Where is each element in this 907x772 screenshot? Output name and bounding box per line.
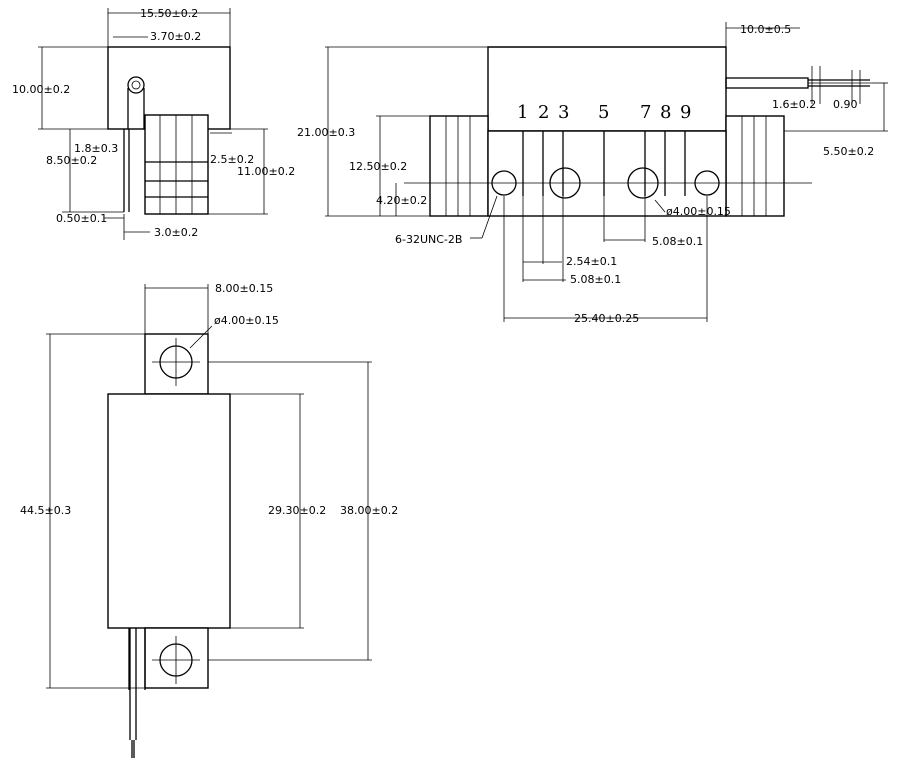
- dim-top-hole-dia: ø4.00±0.15: [214, 314, 279, 327]
- dim-side-lead-dia: 0.50±0.1: [56, 212, 107, 225]
- pin-label-2: 2: [538, 102, 549, 123]
- dim-front-hole-spacing: 25.40±0.25: [574, 312, 639, 325]
- dim-top-flange-width: 8.00±0.15: [215, 282, 273, 295]
- dim-side-flange-gap: 3.0±0.2: [154, 226, 198, 239]
- dim-front-hole-dia: ø4.00±0.15: [666, 205, 731, 218]
- dim-front-pitch-mid: 5.08±0.1: [570, 273, 621, 286]
- front-view: 1 2 3 5 7 8 9 21.00±0.3 12.50±0.2 4.20±0…: [297, 22, 888, 325]
- dim-side-body-height: 8.50±0.2: [46, 154, 97, 167]
- pin-label-3: 3: [558, 102, 569, 123]
- dim-top-body-length: 29.30±0.2: [268, 504, 326, 517]
- dim-front-ferrule-dia: 1.6±0.2: [772, 98, 816, 111]
- pin-label-9: 9: [680, 102, 691, 123]
- dim-front-hole-height: 4.20±0.2: [376, 194, 427, 207]
- dim-front-total-height: 21.00±0.3: [297, 126, 355, 139]
- dim-side-lead-offset: 1.8±0.3: [74, 142, 118, 155]
- pin-label-1: 1: [517, 102, 528, 123]
- dim-front-fiber-length: 10.0±0.5: [740, 23, 791, 36]
- dim-front-pitch-small: 2.54±0.1: [566, 255, 617, 268]
- side-view: 15.50±0.2 3.70±0.2 10.00±0.2 1.8±0.3 8.5…: [12, 7, 295, 240]
- dim-side-flange-height: 11.00±0.2: [237, 165, 295, 178]
- dim-side-slot-width: 2.5±0.2: [210, 153, 254, 166]
- pin-label-5: 5: [598, 102, 609, 123]
- pin-label-7: 7: [640, 102, 651, 123]
- dim-top-total-length: 44.5±0.3: [20, 504, 71, 517]
- pins: [522, 131, 686, 196]
- pin-label-8: 8: [660, 102, 671, 123]
- dim-front-fiber-dia: 0.90: [833, 98, 858, 111]
- top-view: 8.00±0.15 ø4.00±0.15 44.5±0.3 29.30±0.2 …: [20, 282, 398, 758]
- dim-front-body-height: 12.50±0.2: [349, 160, 407, 173]
- dim-front-fiber-height: 5.50±0.2: [823, 145, 874, 158]
- dim-side-width-top: 3.70±0.2: [150, 30, 201, 43]
- dim-front-pitch-5-7: 5.08±0.1: [652, 235, 703, 248]
- dim-side-width-total: 15.50±0.2: [140, 7, 198, 20]
- dim-side-height-top: 10.00±0.2: [12, 83, 70, 96]
- dim-top-hole-spacing: 38.00±0.2: [340, 504, 398, 517]
- dim-front-thread: 6-32UNC-2B: [395, 233, 462, 246]
